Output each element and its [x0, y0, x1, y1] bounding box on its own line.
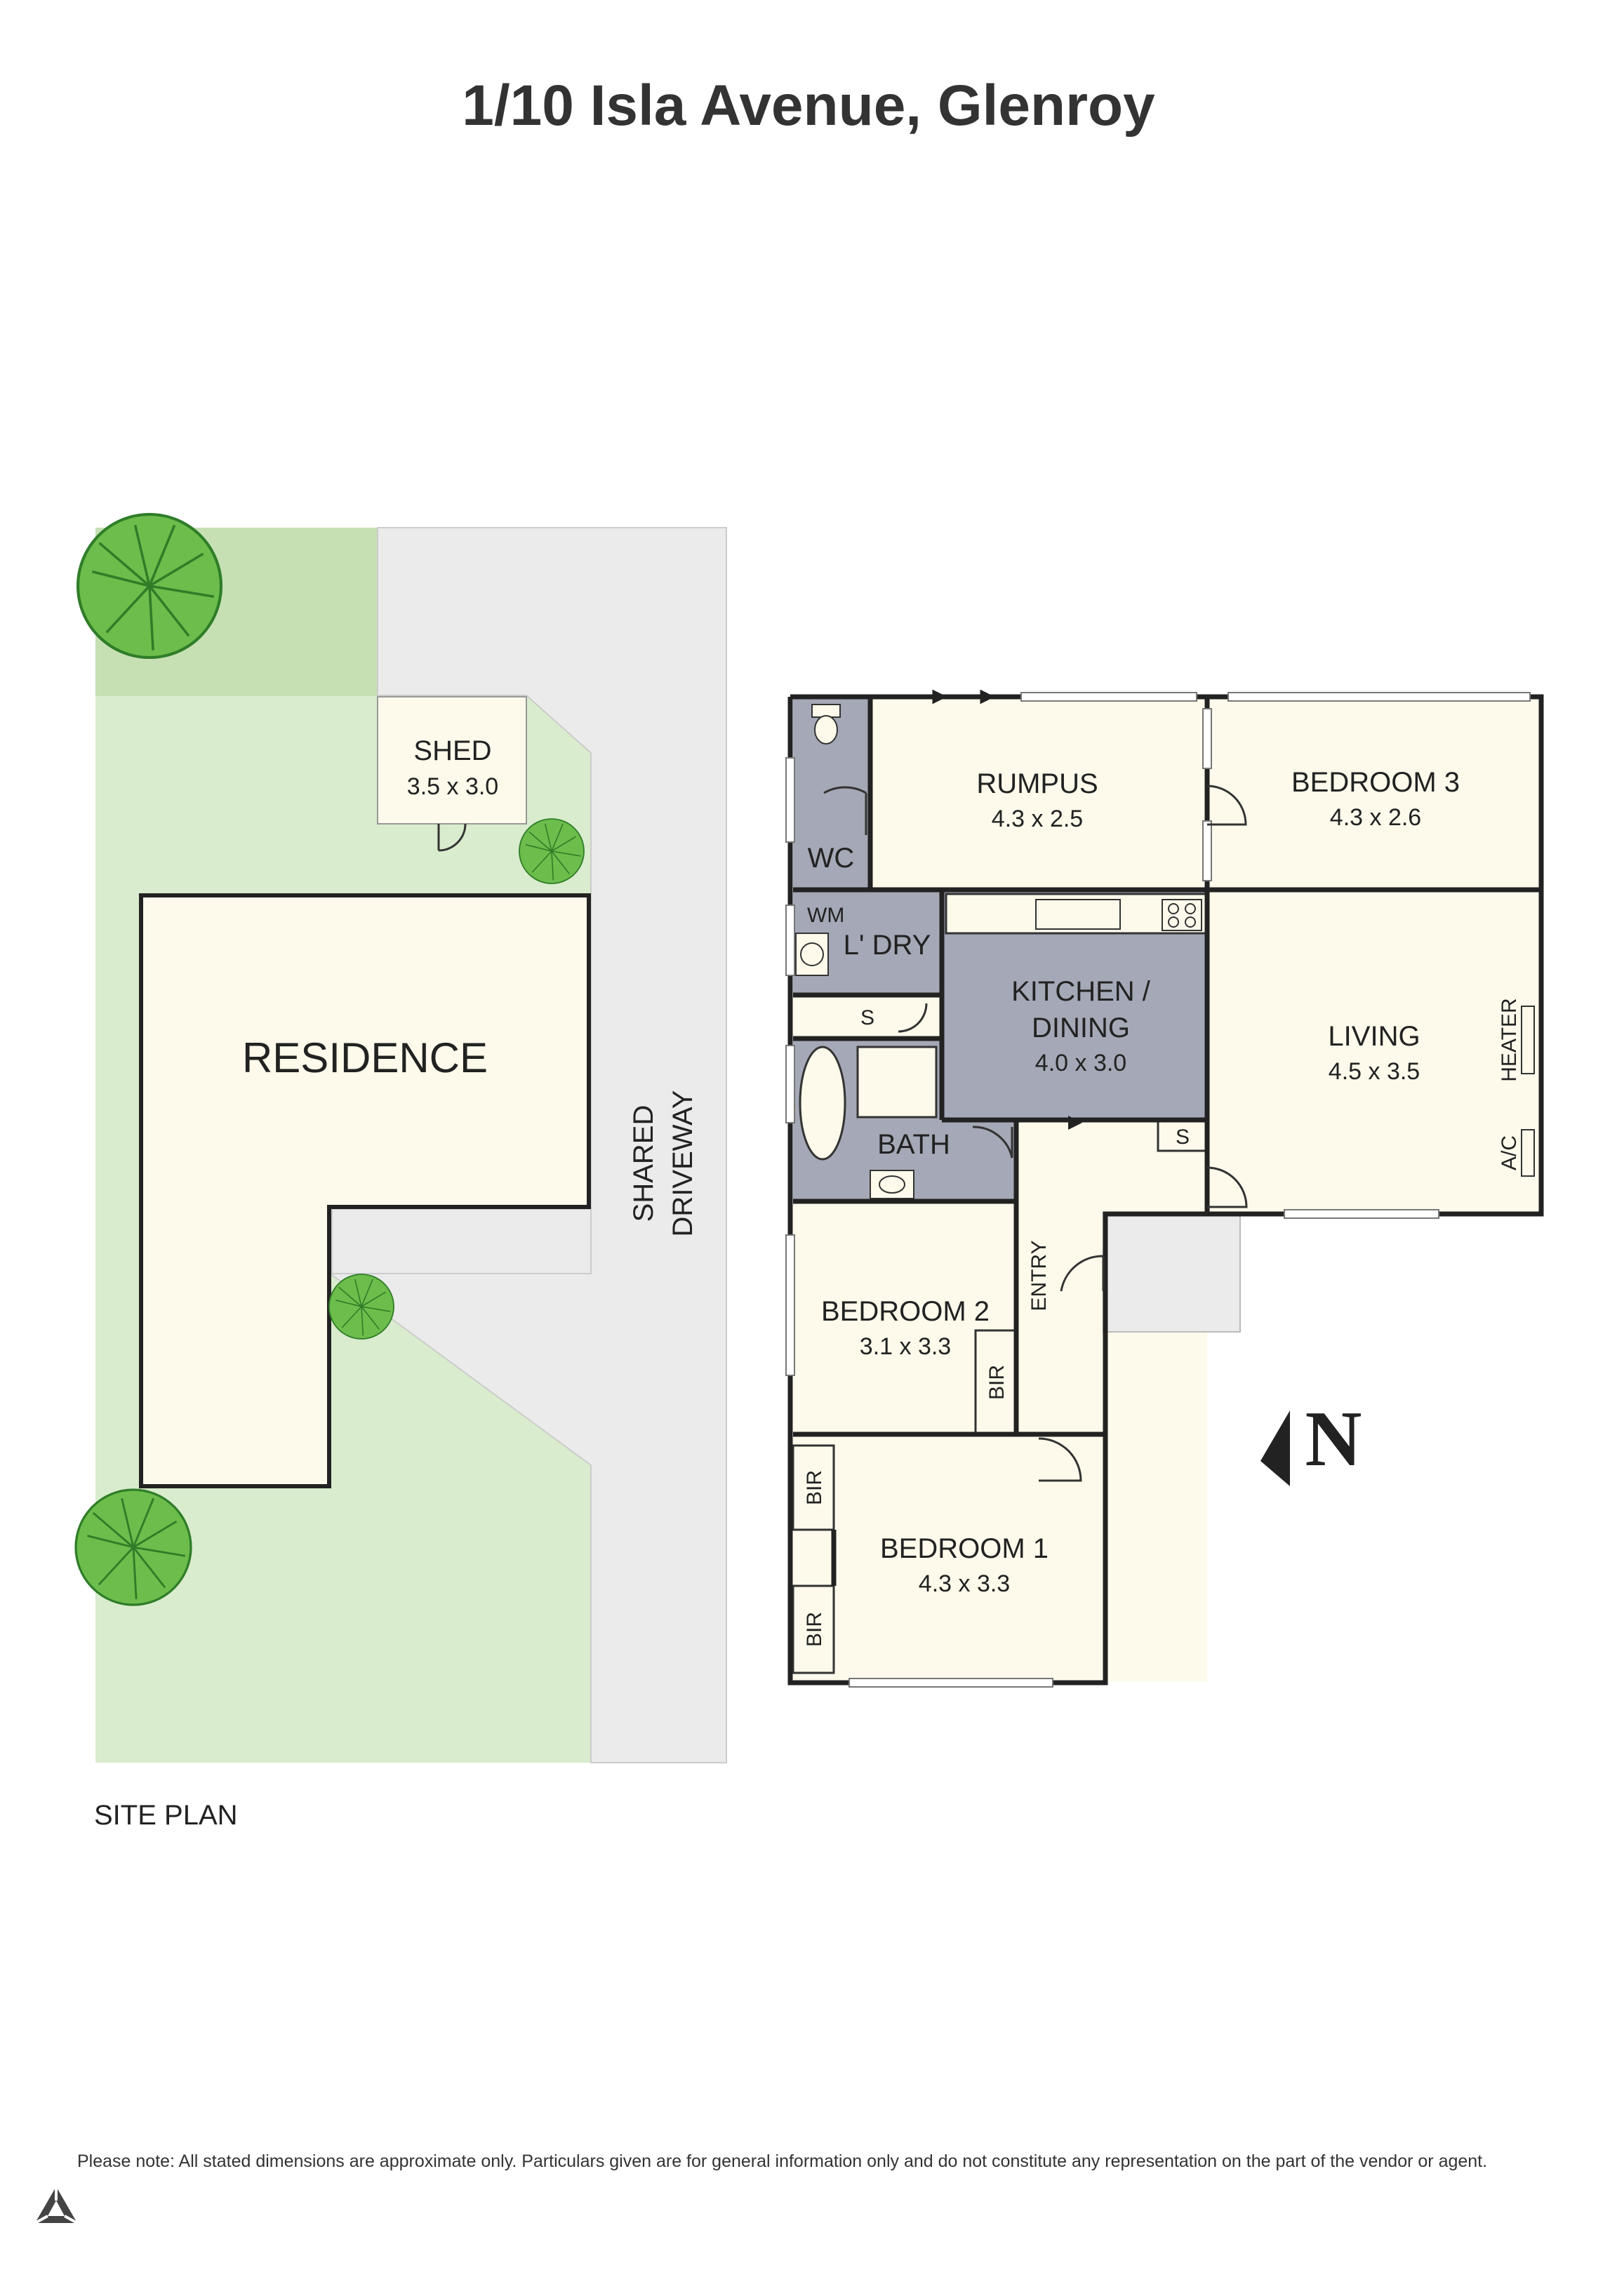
shower: [856, 1046, 938, 1119]
shed-door: [437, 823, 467, 852]
kitchen-sink: [1035, 899, 1121, 930]
entry-label: ENTRY: [1027, 1240, 1051, 1311]
sliding-door: [877, 689, 1011, 705]
rumpus-dims: 4.3 x 2.5: [992, 806, 1083, 832]
room-rumpus: [870, 697, 1207, 890]
floor-plan: RUMPUS 4.3 x 2.5 BEDROOM 3 4.3 x 2.6 WC …: [785, 689, 1544, 1688]
bir-bedroom-1-top: [792, 1444, 835, 1531]
side-path: [331, 1208, 592, 1274]
living-dims: 4.5 x 3.5: [1329, 1058, 1420, 1085]
north-arrow-icon: [1260, 1410, 1290, 1486]
cooktop-burner: [1185, 916, 1196, 928]
bedroom-3-label: BEDROOM 3: [1291, 767, 1460, 798]
site-plan: SHED 3.5 x 3.0 RESIDENCE SHARED DRIVEWAY…: [74, 514, 727, 1831]
compass: N: [1260, 1396, 1362, 1486]
wc-label: WC: [808, 843, 855, 874]
residence: [139, 893, 591, 1488]
bir-bedroom-1-top-label: BIR: [803, 1470, 826, 1505]
kitchen-label-line2: DINING: [1032, 1013, 1130, 1043]
bir-bedroom-2-label: BIR: [985, 1365, 1009, 1400]
room-bedroom-1: [793, 1434, 1103, 1681]
bedroom-1-label: BEDROOM 1: [880, 1533, 1049, 1564]
tree-icon: [74, 1488, 192, 1606]
page-title: 1/10 Isla Avenue, Glenroy: [462, 74, 1155, 138]
ac-unit: [1521, 1129, 1535, 1177]
room-store: [793, 995, 942, 1039]
residence-label: RESIDENCE: [242, 1034, 488, 1081]
bedroom-1-dims: 4.3 x 3.3: [919, 1570, 1010, 1597]
bedroom-2-label: BEDROOM 2: [821, 1296, 990, 1327]
cooktop-burner: [1168, 903, 1179, 914]
laundry-label: L' DRY: [844, 930, 931, 961]
bath-label: BATH: [877, 1129, 950, 1160]
shed-label: SHED: [413, 735, 491, 766]
kitchen-dims: 4.0 x 3.0: [1035, 1050, 1126, 1076]
north-label: N: [1305, 1396, 1362, 1483]
heater-label: HEATER: [1498, 998, 1521, 1081]
cooktop-burner: [1168, 916, 1179, 928]
store-label: S: [860, 1006, 874, 1029]
entry-door-arrow: [1068, 1116, 1082, 1130]
bedroom-3-dims: 4.3 x 2.6: [1330, 804, 1421, 831]
room-bedroom-3: [1207, 697, 1538, 890]
disclaimer: Please note: All stated dimensions are a…: [77, 2151, 1487, 2171]
washing-machine-drum: [800, 942, 824, 966]
shed: [377, 696, 527, 825]
cooktop-burner: [1185, 903, 1196, 914]
tree-icon: [78, 514, 221, 658]
tree-icon: [328, 1274, 394, 1340]
kitchen-label-line1: KITCHEN /: [1011, 976, 1151, 1007]
door-swings: [823, 785, 1248, 1482]
driveway-label-line1: SHARED: [628, 1105, 659, 1222]
heater-unit: [1521, 1006, 1535, 1074]
wm-label: WM: [807, 904, 844, 927]
basin: [879, 1175, 905, 1194]
living-label: LIVING: [1328, 1021, 1420, 1052]
triangle-logo-icon: [34, 2187, 78, 2224]
bir-bedroom-1-bottom-label: BIR: [803, 1612, 826, 1647]
room-living: [1207, 890, 1538, 1213]
driveway-label-line2: DRIVEWAY: [667, 1090, 698, 1237]
room-bedroom-1-right: [1103, 1434, 1207, 1681]
bir-bedroom-1-bottom: [792, 1584, 835, 1674]
tree-icon: [519, 818, 585, 884]
vanity: [870, 1170, 914, 1199]
ac-label: A/C: [1498, 1135, 1521, 1170]
rumpus-label: RUMPUS: [976, 768, 1098, 799]
room-entry-hall: [1016, 1201, 1103, 1434]
shed-dims: 3.5 x 3.0: [407, 773, 498, 800]
site-plan-caption: SITE PLAN: [94, 1800, 238, 1831]
store-cupboard-label: S: [1176, 1126, 1190, 1149]
windows: [785, 692, 1531, 1688]
bedroom-2-dims: 3.1 x 3.3: [860, 1333, 951, 1360]
bathtub: [799, 1046, 846, 1161]
cooktop: [1162, 899, 1202, 931]
porch: [1103, 1212, 1241, 1333]
toilet-bowl: [814, 715, 838, 745]
